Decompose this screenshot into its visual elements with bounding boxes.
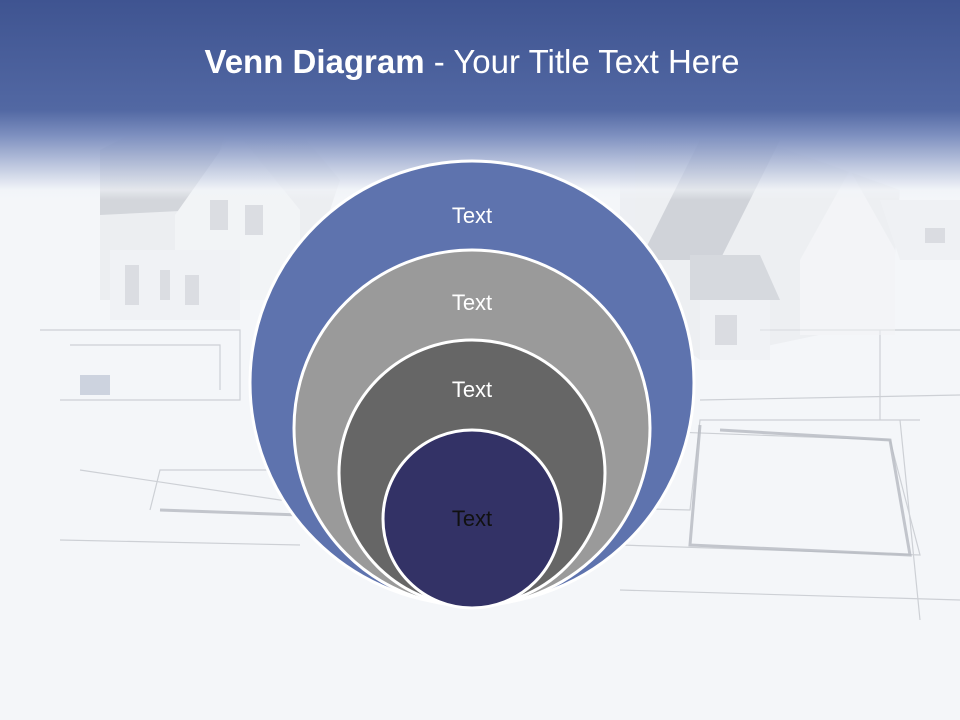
venn-ring-outer-label: Text (451, 203, 493, 228)
venn-ring-second-label: Text (451, 290, 493, 315)
title-bold-part: Venn Diagram (204, 43, 425, 80)
venn-ring-third-label: Text (451, 377, 493, 402)
venn-ring-inner (381, 428, 563, 610)
venn-ring-inner-label: Text (451, 506, 493, 531)
slide-title: Venn Diagram - Your Title Text Here (0, 40, 944, 84)
title-rest-part: - Your Title Text Here (424, 43, 740, 80)
